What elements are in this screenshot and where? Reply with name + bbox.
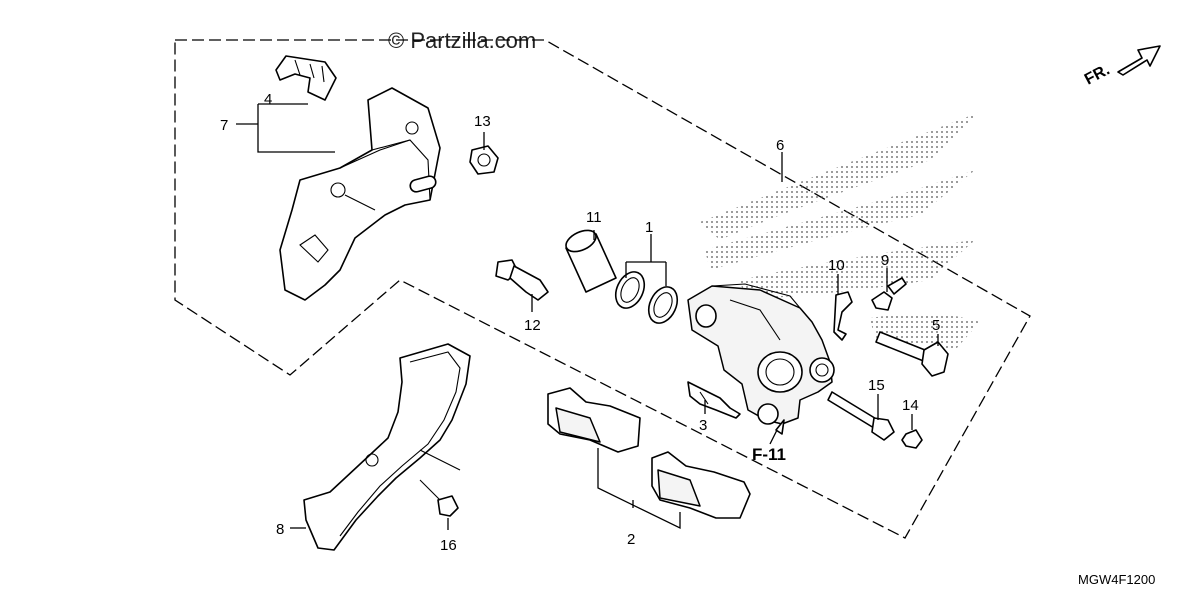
figure-reference: F-11 (752, 445, 786, 464)
callout-12: 12 (524, 317, 541, 334)
front-direction-label: FR. (1082, 61, 1113, 88)
caliper-piston[interactable] (563, 226, 617, 293)
bleeder-clip[interactable] (833, 291, 853, 341)
pad-spring[interactable] (687, 381, 741, 419)
leader-lines (236, 103, 939, 530)
bolt-13[interactable] (469, 145, 499, 175)
callout-11: 11 (586, 209, 602, 226)
callout-1: 1 (645, 219, 653, 236)
bolt-16[interactable] (419, 479, 459, 517)
callout-16: 16 (440, 537, 457, 554)
front-arrow-icon (1117, 45, 1161, 76)
pad-pin[interactable] (827, 391, 895, 441)
callout-labels: 1 2 3 4 5 6 7 8 9 10 11 12 13 14 15 16 (220, 91, 940, 554)
pin-plug[interactable] (901, 429, 923, 449)
callout-6: 6 (776, 137, 784, 154)
disc-cover[interactable] (303, 343, 471, 551)
callout-15: 15 (868, 377, 885, 394)
piston-seal-set[interactable] (610, 267, 683, 327)
watermark: © Partzilla.com (388, 28, 536, 53)
caliper-body[interactable] (687, 283, 835, 425)
caliper-bracket[interactable] (279, 87, 441, 301)
callout-10: 10 (828, 257, 845, 274)
callout-4: 4 (264, 91, 272, 108)
pad-retainer-clip[interactable] (275, 55, 337, 101)
assembly-boundary (174, 39, 1031, 539)
brake-pad-set[interactable] (547, 387, 751, 519)
callout-13: 13 (474, 113, 491, 130)
callout-8: 8 (276, 521, 284, 538)
callout-14: 14 (902, 397, 919, 414)
callout-9: 9 (881, 252, 889, 269)
slide-pin-bolt[interactable] (495, 259, 549, 301)
callout-3: 3 (699, 417, 707, 434)
callout-5: 5 (932, 317, 940, 334)
diagram-code: MGW4F1200 (1078, 572, 1155, 587)
callout-2: 2 (627, 531, 635, 548)
slide-pin[interactable] (875, 331, 949, 377)
callout-7: 7 (220, 117, 228, 134)
front-direction-indicator: FR. (1082, 45, 1161, 89)
bleeder-valve[interactable] (871, 277, 907, 311)
